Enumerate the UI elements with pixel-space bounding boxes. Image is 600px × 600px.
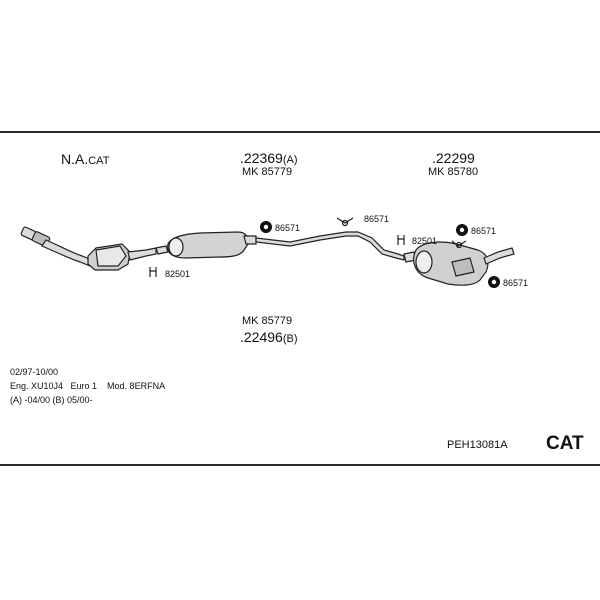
callout-clamp-rear: 82501: [412, 236, 438, 246]
rubber-mount-icon: [260, 221, 272, 233]
rear-kit-number: MK 85780: [428, 166, 479, 178]
mid-kit-number: MK 85779: [242, 166, 293, 178]
info-dates: 02/97-10/00: [10, 367, 59, 377]
middle-muffler: [155, 231, 257, 259]
bottom-kit-number: MK 85779: [242, 315, 293, 327]
kit-code: PEH13081A: [447, 439, 508, 451]
callout-rubber-4: 86571: [503, 278, 529, 288]
cat-suffix: CAT: [88, 155, 110, 167]
na-label: N.A.: [61, 151, 89, 167]
clamp-icon: [149, 267, 157, 277]
rear-muffler: [403, 241, 515, 286]
front-pipe: [41, 239, 93, 267]
callout-clamp-front: 82501: [165, 269, 191, 279]
bottom-part-number: .22496(B): [240, 329, 298, 345]
callout-rubber-3: 86571: [471, 226, 497, 236]
catalytic-converter: [87, 243, 157, 271]
rubber-mount-icon: [456, 224, 468, 236]
hanger-icon: [451, 240, 467, 249]
callout-rubber-2: 86571: [364, 214, 390, 224]
callout-rubber-1: 86571: [275, 223, 301, 233]
info-variants: (A) -04/00 (B) 05/00-: [10, 395, 93, 405]
hanger-icon: [336, 217, 354, 227]
rubber-mount-icon: [488, 276, 500, 288]
diagram-frame: [0, 131, 600, 466]
catalyst-label: N.A.CAT: [61, 152, 109, 168]
rear-part-number: .22299: [432, 150, 475, 166]
mid-part-number: .22369(A): [240, 150, 298, 166]
clamp-icon: [397, 235, 405, 245]
cat-badge: CAT: [546, 433, 584, 454]
intermediate-pipe: [255, 231, 405, 261]
info-engine: Eng. XU10J4 Euro 1 Mod. 8ERFNA: [10, 381, 166, 391]
